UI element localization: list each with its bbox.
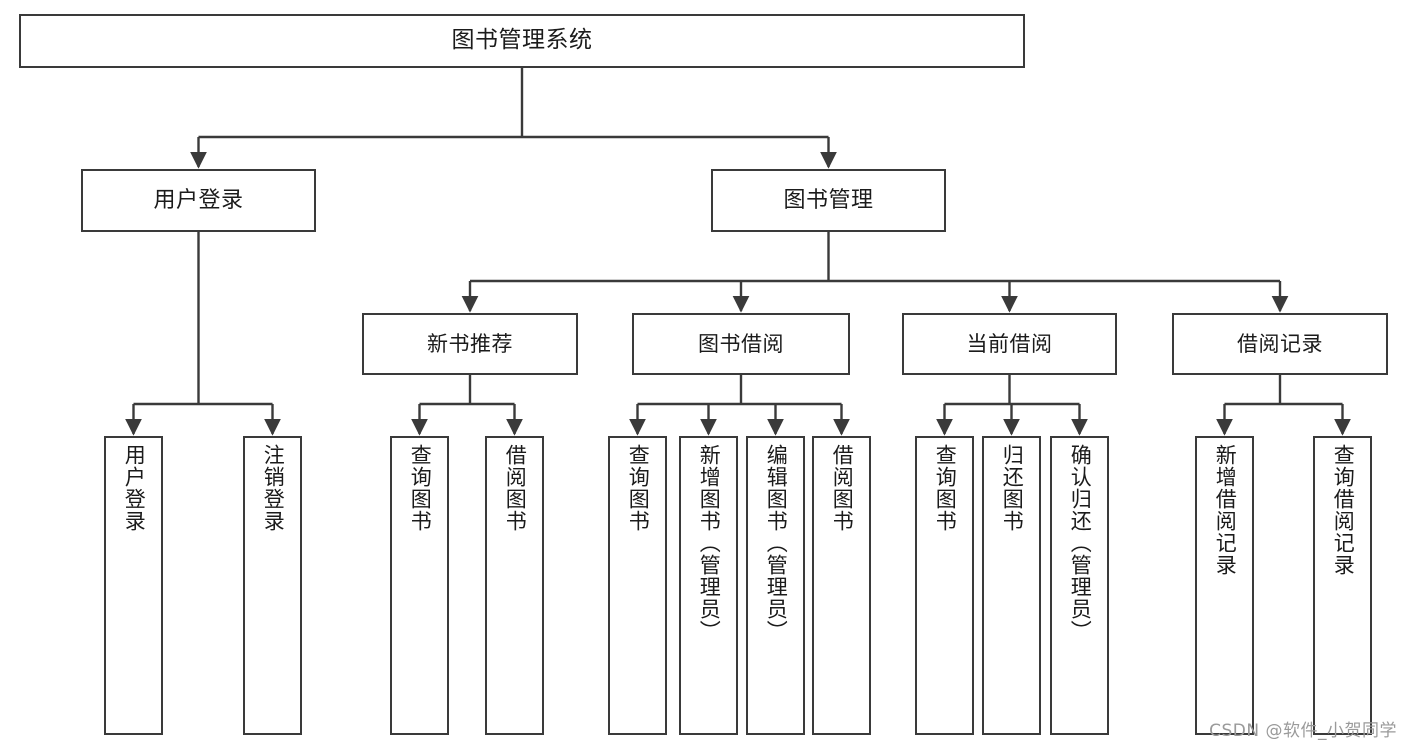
- node-leaf-query-book-1[interactable]: 查询图书: [390, 436, 449, 735]
- node-label-leaf-query-book-3: 查询图书: [933, 444, 958, 532]
- node-leaf-logout[interactable]: 注销登录: [243, 436, 302, 735]
- node-leaf-borrow-book-2[interactable]: 借阅图书: [812, 436, 871, 735]
- node-label-leaf-logout: 注销登录: [261, 444, 286, 532]
- node-leaf-add-record[interactable]: 新增借阅记录: [1195, 436, 1254, 735]
- node-label-book-manage: 图书管理: [783, 187, 874, 213]
- node-leaf-edit-book[interactable]: 编辑图书（管理员）: [746, 436, 805, 735]
- node-new-book-rec[interactable]: 新书推荐: [362, 313, 578, 375]
- node-leaf-return-book[interactable]: 归还图书: [982, 436, 1041, 735]
- node-leaf-borrow-book-1[interactable]: 借阅图书: [485, 436, 544, 735]
- node-label-root: 图书管理系统: [451, 27, 593, 54]
- node-label-new-book-rec: 新书推荐: [427, 331, 513, 356]
- node-leaf-query-book-2[interactable]: 查询图书: [608, 436, 667, 735]
- node-label-leaf-edit-book: 编辑图书（管理员）: [764, 444, 789, 642]
- node-label-leaf-query-book-2: 查询图书: [626, 444, 651, 532]
- node-current-borrow[interactable]: 当前借阅: [902, 313, 1117, 375]
- node-label-borrow-record: 借阅记录: [1237, 331, 1323, 356]
- node-label-leaf-add-book: 新增图书（管理员）: [697, 444, 722, 642]
- node-label-leaf-confirm-return: 确认归还（管理员）: [1068, 444, 1093, 642]
- node-label-leaf-user-login: 用户登录: [122, 444, 147, 532]
- node-root[interactable]: 图书管理系统: [19, 14, 1025, 68]
- node-user-login[interactable]: 用户登录: [81, 169, 316, 232]
- node-leaf-query-record[interactable]: 查询借阅记录: [1313, 436, 1372, 735]
- node-label-book-borrow: 图书借阅: [698, 331, 784, 356]
- node-book-borrow[interactable]: 图书借阅: [632, 313, 850, 375]
- node-leaf-user-login[interactable]: 用户登录: [104, 436, 163, 735]
- node-leaf-confirm-return[interactable]: 确认归还（管理员）: [1050, 436, 1109, 735]
- node-label-leaf-return-book: 归还图书: [1000, 444, 1025, 532]
- node-label-leaf-borrow-book-1: 借阅图书: [503, 444, 528, 532]
- node-book-manage[interactable]: 图书管理: [711, 169, 946, 232]
- node-label-user-login: 用户登录: [153, 187, 244, 213]
- node-label-leaf-query-book-1: 查询图书: [408, 444, 433, 532]
- node-borrow-record[interactable]: 借阅记录: [1172, 313, 1388, 375]
- node-label-leaf-add-record: 新增借阅记录: [1213, 444, 1238, 576]
- node-label-current-borrow: 当前借阅: [966, 331, 1053, 356]
- node-leaf-query-book-3[interactable]: 查询图书: [915, 436, 974, 735]
- node-leaf-add-book[interactable]: 新增图书（管理员）: [679, 436, 738, 735]
- node-label-leaf-borrow-book-2: 借阅图书: [830, 444, 855, 532]
- node-label-leaf-query-record: 查询借阅记录: [1331, 444, 1356, 576]
